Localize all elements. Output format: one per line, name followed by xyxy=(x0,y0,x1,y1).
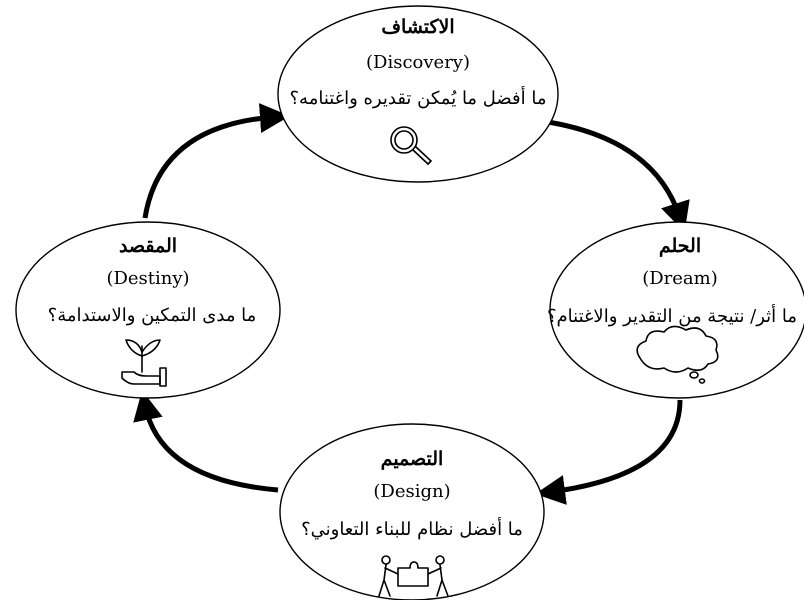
stage-design-title-en: (Design) xyxy=(373,481,450,502)
stage-dream-title-ar: الحلم xyxy=(659,235,701,257)
stage-discovery-ellipse xyxy=(277,5,559,183)
magnifier-icon xyxy=(390,126,432,165)
arrow-design-to-destiny xyxy=(133,390,279,493)
stage-design-title-ar: التصميم xyxy=(381,448,444,470)
stage-destiny-question: ما مدى التمكين والاستدامة؟ xyxy=(48,305,257,326)
stage-design: التصميم (Design) ما أفضل نظام للبناء الت… xyxy=(279,423,545,600)
stage-dream-question: ما أثر/ نتيجة من التقدير والاغتنام؟ xyxy=(547,304,797,327)
stage-discovery-title-en: (Discovery) xyxy=(366,52,470,73)
stage-destiny-ellipse xyxy=(15,221,281,399)
stage-destiny: المقصد (Destiny) ما مدى التمكين والاستدا… xyxy=(15,221,281,399)
stage-dream: الحلم (Dream) ما أثر/ نتيجة من التقدير و… xyxy=(547,221,804,399)
arrow-destiny-to-discovery xyxy=(142,103,290,219)
stage-dream-title-en: (Dream) xyxy=(642,268,718,289)
stage-discovery-title-ar: الاكتشاف xyxy=(381,16,454,38)
arrow-dream-to-design xyxy=(535,399,683,505)
arrow-discovery-to-dream xyxy=(547,119,690,233)
stage-discovery-question: ما أفضل ما يُمكن تقديره واغتنامه؟ xyxy=(289,86,546,109)
stage-destiny-title-en: (Destiny) xyxy=(106,268,189,289)
stage-discovery: الاكتشاف (Discovery) ما أفضل ما يُمكن تق… xyxy=(277,5,559,183)
plant-in-hand-icon xyxy=(121,339,167,387)
stage-design-ellipse xyxy=(279,423,545,600)
puzzle-collaboration-icon xyxy=(378,555,449,597)
stage-design-question: ما أفضل نظام للبناء التعاوني؟ xyxy=(301,517,523,540)
thought-cloud-icon xyxy=(636,325,719,384)
stage-destiny-title-ar: المقصد xyxy=(119,235,177,257)
stage-dream-ellipse xyxy=(549,221,804,399)
